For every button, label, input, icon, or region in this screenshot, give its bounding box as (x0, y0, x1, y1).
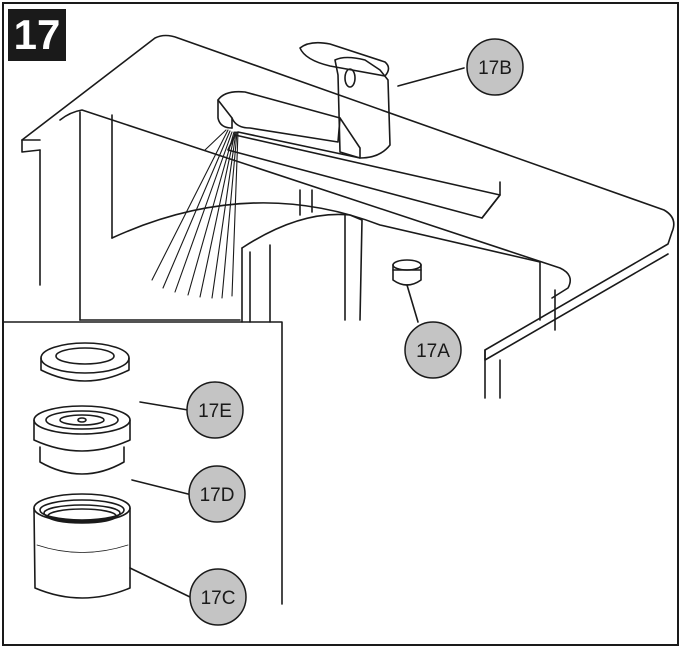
countertop (21, 34, 675, 399)
callout-17d: 17D (188, 465, 246, 523)
sink-divider (241, 189, 363, 323)
step-number-badge: 17 (8, 9, 66, 61)
callout-17e: 17E (186, 381, 244, 439)
svg-text:17E: 17E (198, 401, 232, 422)
svg-text:17D: 17D (200, 485, 235, 506)
callout-leaders (129, 67, 465, 598)
washer-part (40, 342, 130, 382)
callout-17b: 17B (466, 38, 524, 96)
svg-text:17A: 17A (416, 341, 450, 362)
callout-17a: 17A (404, 321, 462, 379)
aerator-housing-part (33, 493, 131, 599)
svg-text:17B: 17B (478, 58, 512, 79)
screen-insert-part (33, 405, 131, 475)
callout-17c: 17C (189, 568, 247, 626)
water-spray (151, 129, 239, 299)
svg-text:17C: 17C (201, 588, 236, 609)
aerator-part (392, 259, 422, 286)
sink-basin (39, 111, 556, 331)
inset-panel (3, 321, 283, 605)
